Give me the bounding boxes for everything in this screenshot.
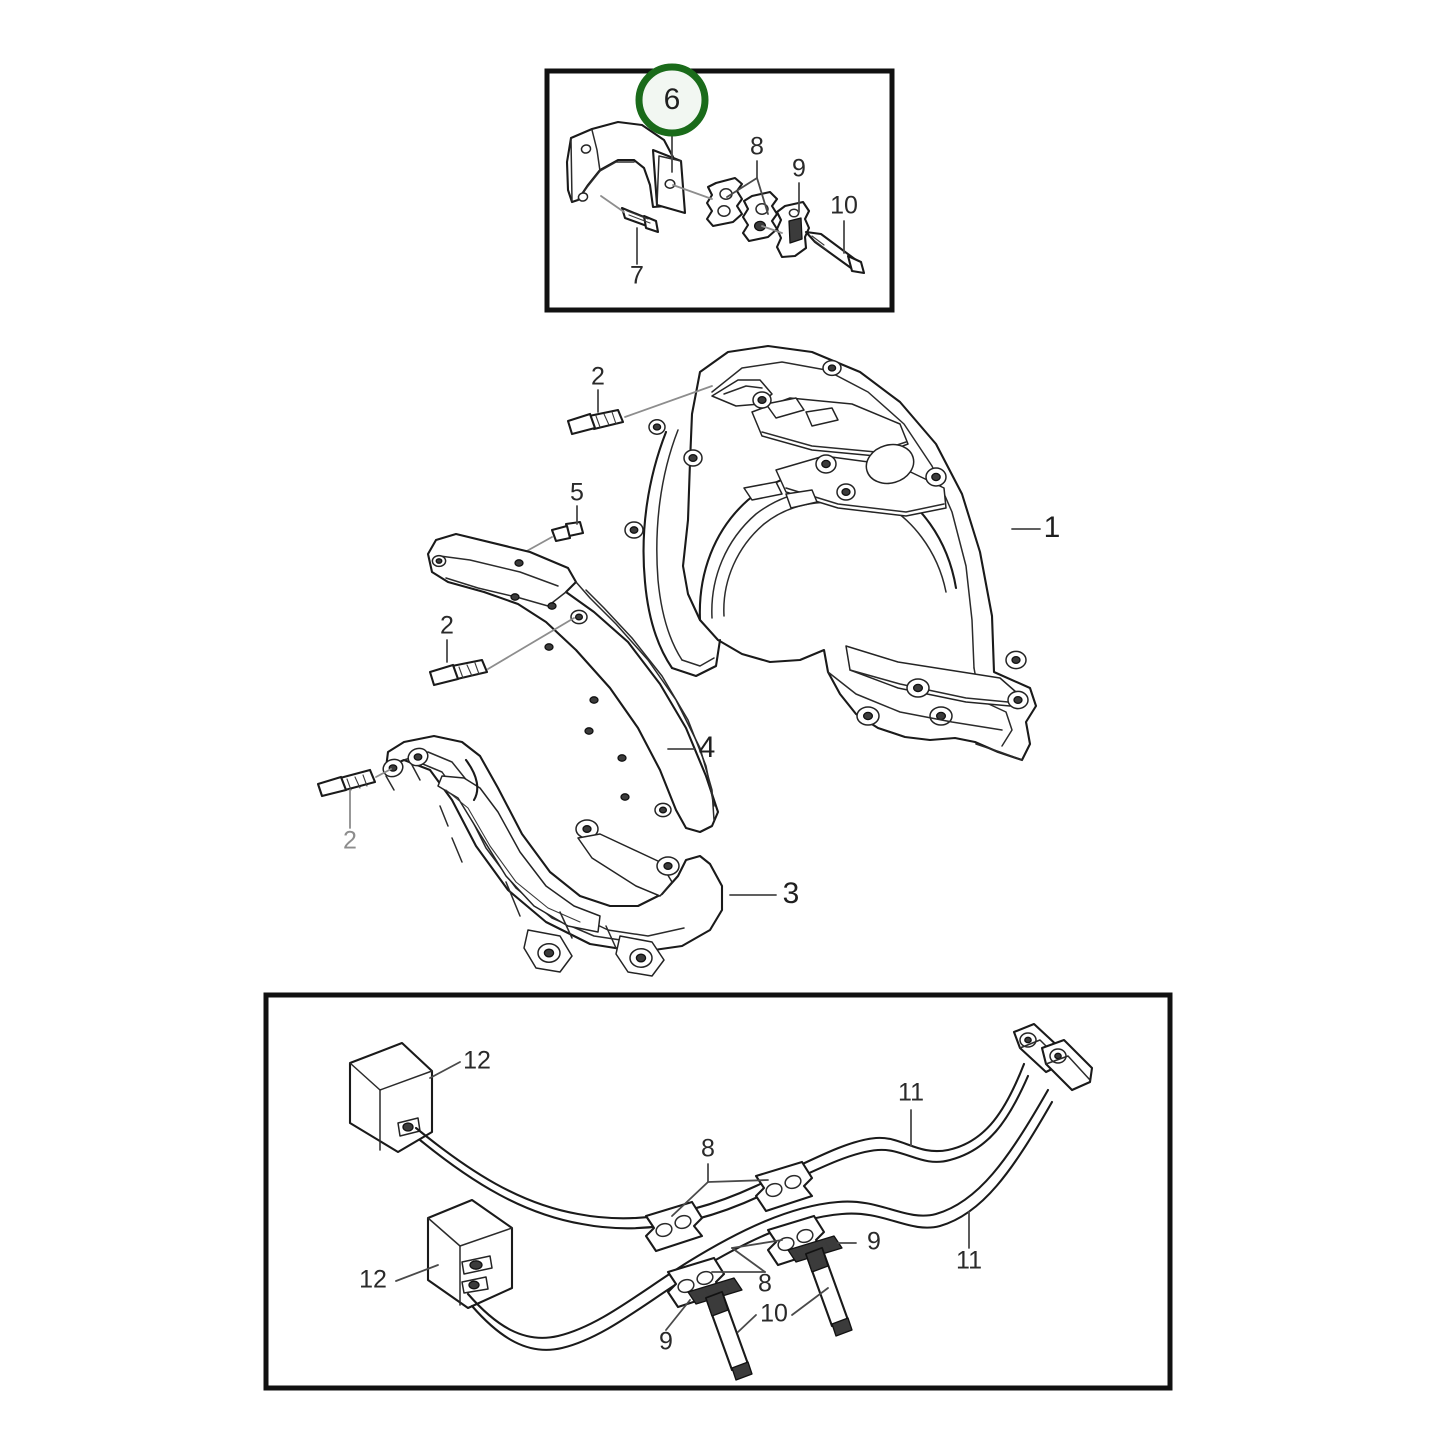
- leader-10-bottom-b: [791, 1287, 829, 1316]
- leader-8-bottom-branch-a1: [671, 1181, 709, 1217]
- leader-8-bottom-stem-b: [731, 1247, 766, 1273]
- callout-label-4: 4: [699, 731, 716, 764]
- leader-8-bottom-branch-a2: [707, 1179, 769, 1183]
- callout-label-7: 7: [630, 262, 644, 290]
- callout-label-10-top: 10: [830, 192, 858, 220]
- leader-2-middle-tie: [487, 617, 575, 670]
- part-12-connector-box-lower[interactable]: [426, 1198, 514, 1310]
- leader-5-tie: [524, 536, 553, 553]
- callout-label-2c: 2: [343, 827, 357, 855]
- callout-label-8-bottom-a: 8: [701, 1135, 715, 1163]
- part-2-flange-bolt-middle[interactable]: [428, 658, 489, 687]
- leader-8-top-branch-b: [756, 177, 769, 215]
- part-1-bell-housing[interactable]: [624, 344, 1038, 762]
- part-10-clamp-bolt-top[interactable]: [804, 230, 866, 275]
- callout-label-9-bottom-a: 9: [659, 1328, 673, 1356]
- part-8-cable-clamp-bottom-b[interactable]: [644, 1200, 704, 1253]
- highlight-circle-item-6[interactable]: [635, 63, 709, 137]
- part-12-connector-box-upper[interactable]: [348, 1041, 434, 1154]
- part-4-support-bracket[interactable]: [426, 532, 720, 834]
- part-9-clamp-plate-top[interactable]: [775, 200, 811, 259]
- leader-12-lower: [395, 1264, 439, 1282]
- leader-8-top-branch-a: [726, 177, 758, 198]
- part-9-clamp-plate-bottom-b[interactable]: [787, 1235, 843, 1263]
- callout-label-5: 5: [570, 479, 584, 507]
- part-10-clamp-bolt-bottom-b[interactable]: [804, 1246, 853, 1337]
- callout-label-12-upper: 12: [463, 1047, 491, 1075]
- leader-9-bottom-a: [665, 1299, 691, 1331]
- callout-label-9-top: 9: [792, 155, 806, 183]
- leader-7-tie: [600, 195, 625, 213]
- part-8-cable-clamp-a[interactable]: [705, 176, 744, 228]
- callout-label-9-bottom-b: 9: [867, 1228, 881, 1256]
- part-6-mounting-bracket[interactable]: [565, 120, 687, 215]
- callout-label-11-upper: 11: [898, 1079, 924, 1107]
- part-8-cable-clamp-bottom-a[interactable]: [754, 1160, 814, 1213]
- callout-label-11-lower: 11: [956, 1247, 982, 1275]
- callout-label-10-bottom: 10: [760, 1300, 788, 1328]
- callout-label-1: 1: [1044, 511, 1061, 544]
- part-3-lower-cover-guard[interactable]: [381, 734, 724, 977]
- leader-10-bottom-a: [737, 1314, 757, 1333]
- part-10-clamp-bolt-bottom-a[interactable]: [704, 1290, 753, 1381]
- part-7-bracket-bolt[interactable]: [620, 206, 660, 234]
- callout-label-8-bottom-b: 8: [758, 1270, 772, 1298]
- part-2-flange-bolt-lower[interactable]: [316, 768, 377, 798]
- leader-8-bottom-branch-b2: [731, 1239, 783, 1249]
- callout-label-6: 6: [664, 83, 681, 116]
- callout-label-3: 3: [783, 877, 800, 910]
- part-8-cable-clamp-b[interactable]: [741, 190, 779, 243]
- part-9-clamp-plate-bottom-a[interactable]: [687, 1277, 743, 1305]
- leader-8-top-tie: [672, 184, 713, 200]
- leader-2-lower-tie: [375, 768, 392, 778]
- callout-label-12-lower: 12: [359, 1266, 387, 1294]
- leader-2-top-tie: [624, 385, 713, 418]
- part-5-short-bolt[interactable]: [550, 520, 585, 543]
- leader-9-top-tie: [761, 225, 783, 234]
- callout-label-8-top: 8: [750, 133, 764, 161]
- leader-12-upper: [429, 1061, 461, 1079]
- part-2-flange-bolt-top[interactable]: [566, 408, 625, 436]
- callout-label-2a: 2: [591, 363, 605, 391]
- callout-label-2b: 2: [440, 612, 454, 640]
